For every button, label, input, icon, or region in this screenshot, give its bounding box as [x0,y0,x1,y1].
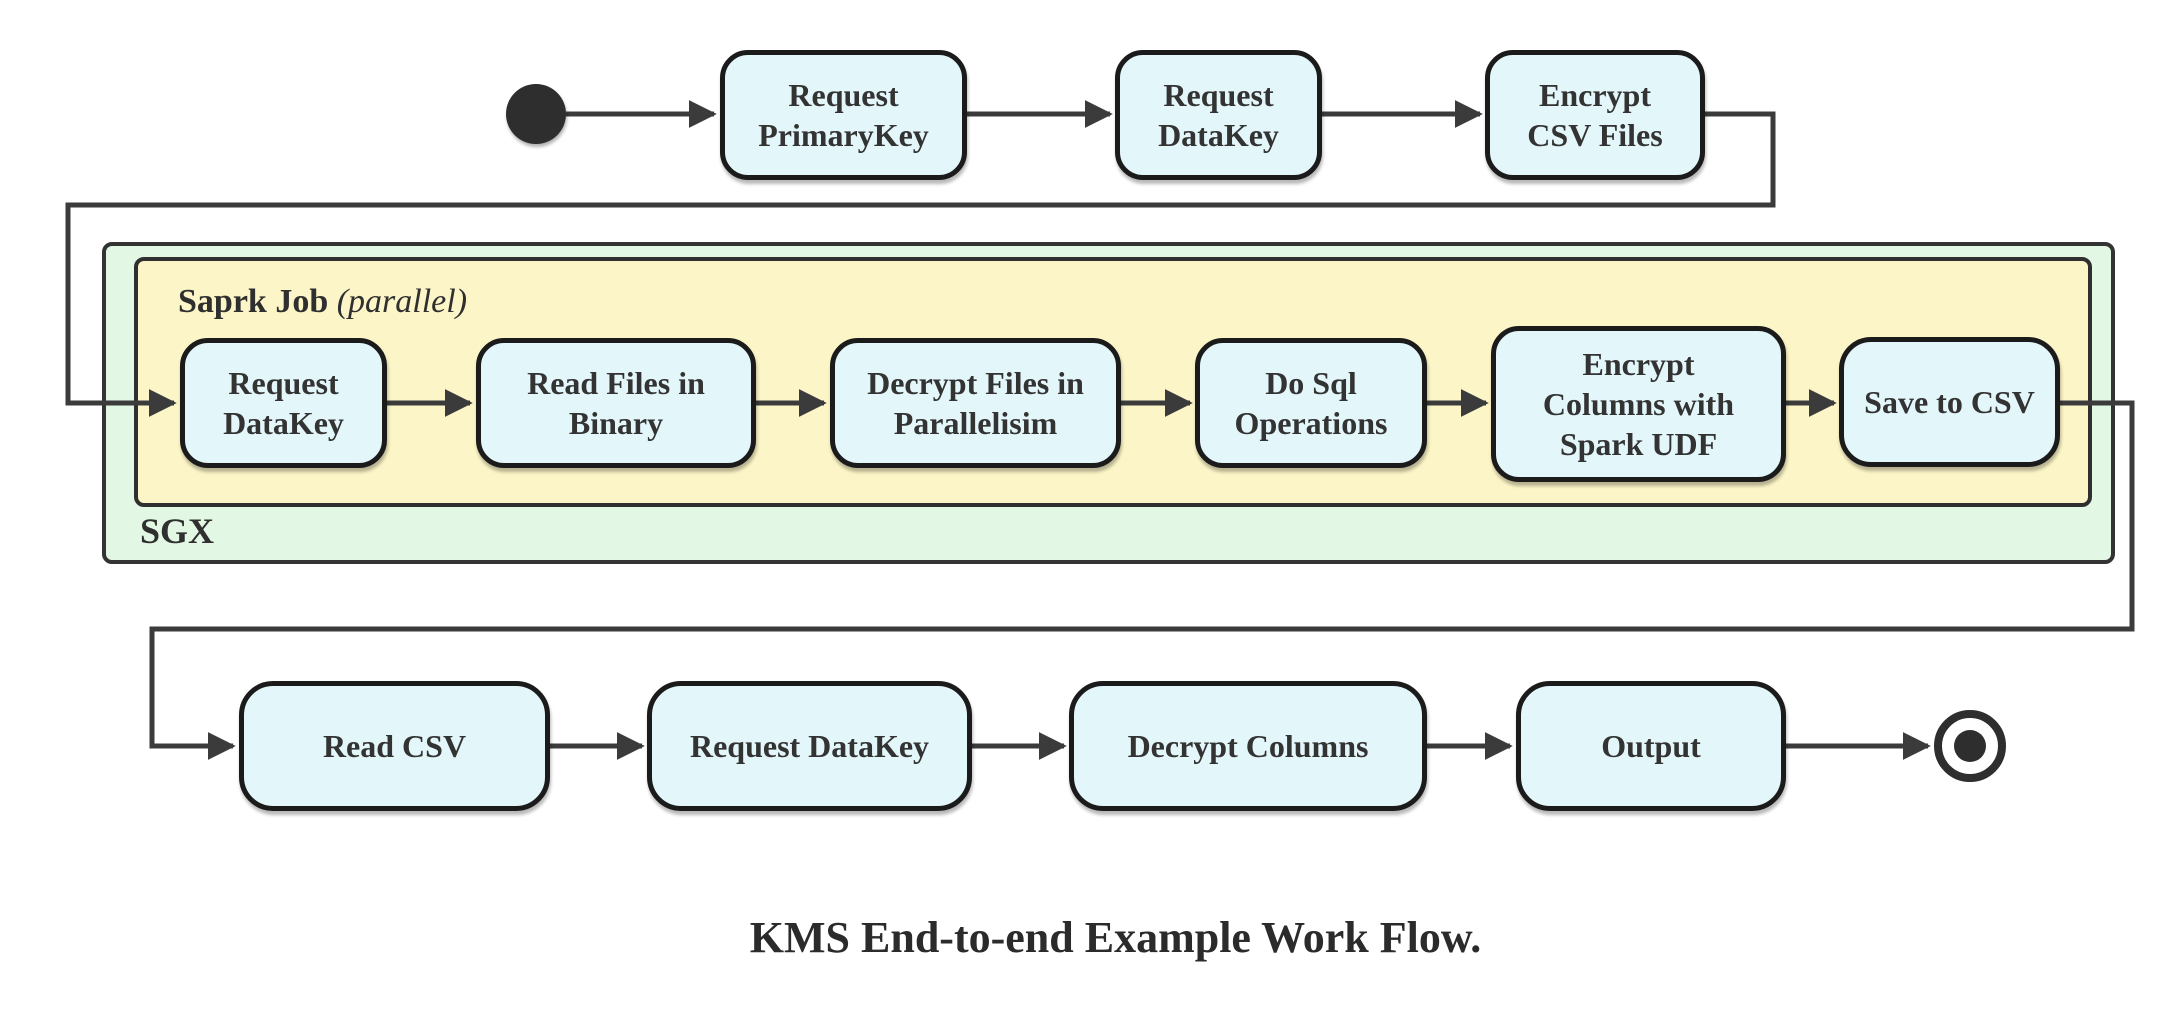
sgx-label: SGX [140,511,215,551]
node-encrypt-csv-files: Encrypt CSV Files [1485,50,1705,180]
edge-save-csv-to-read-csv [149,400,2135,760]
diagram-caption: KMS End-to-end Example Work Flow. [749,913,1482,962]
node-save-to-csv: Save to CSV [1839,337,2060,467]
edge-encrypt-csv-to-request-datakey-mid [65,111,1776,417]
node-encrypt-columns-with-spark-udf: Encrypt Columns with Spark UDF [1491,326,1786,482]
node-request-datakey-mid: Request DataKey [180,338,387,468]
end-node [1934,710,2006,782]
start-node [506,84,566,144]
spark-job-label: Saprk Job (parallel) [178,283,467,321]
node-do-sql-operations: Do Sql Operations [1195,338,1427,468]
node-read-files-in-binary: Read Files in Binary [476,338,756,468]
end-node-dot-icon [1954,730,1986,762]
node-request-primarykey: Request PrimaryKey [720,50,967,180]
node-decrypt-columns: Decrypt Columns [1069,681,1427,811]
spark-job-label-bold: Saprk Job [178,283,329,320]
node-request-datakey-bottom: Request DataKey [647,681,972,811]
node-request-datakey-top: Request DataKey [1115,50,1322,180]
spark-job-label-italic: (parallel) [336,283,468,320]
node-read-csv: Read CSV [239,681,550,811]
node-output: Output [1516,681,1786,811]
node-decrypt-files-in-parallelisim: Decrypt Files in Parallelisim [830,338,1121,468]
